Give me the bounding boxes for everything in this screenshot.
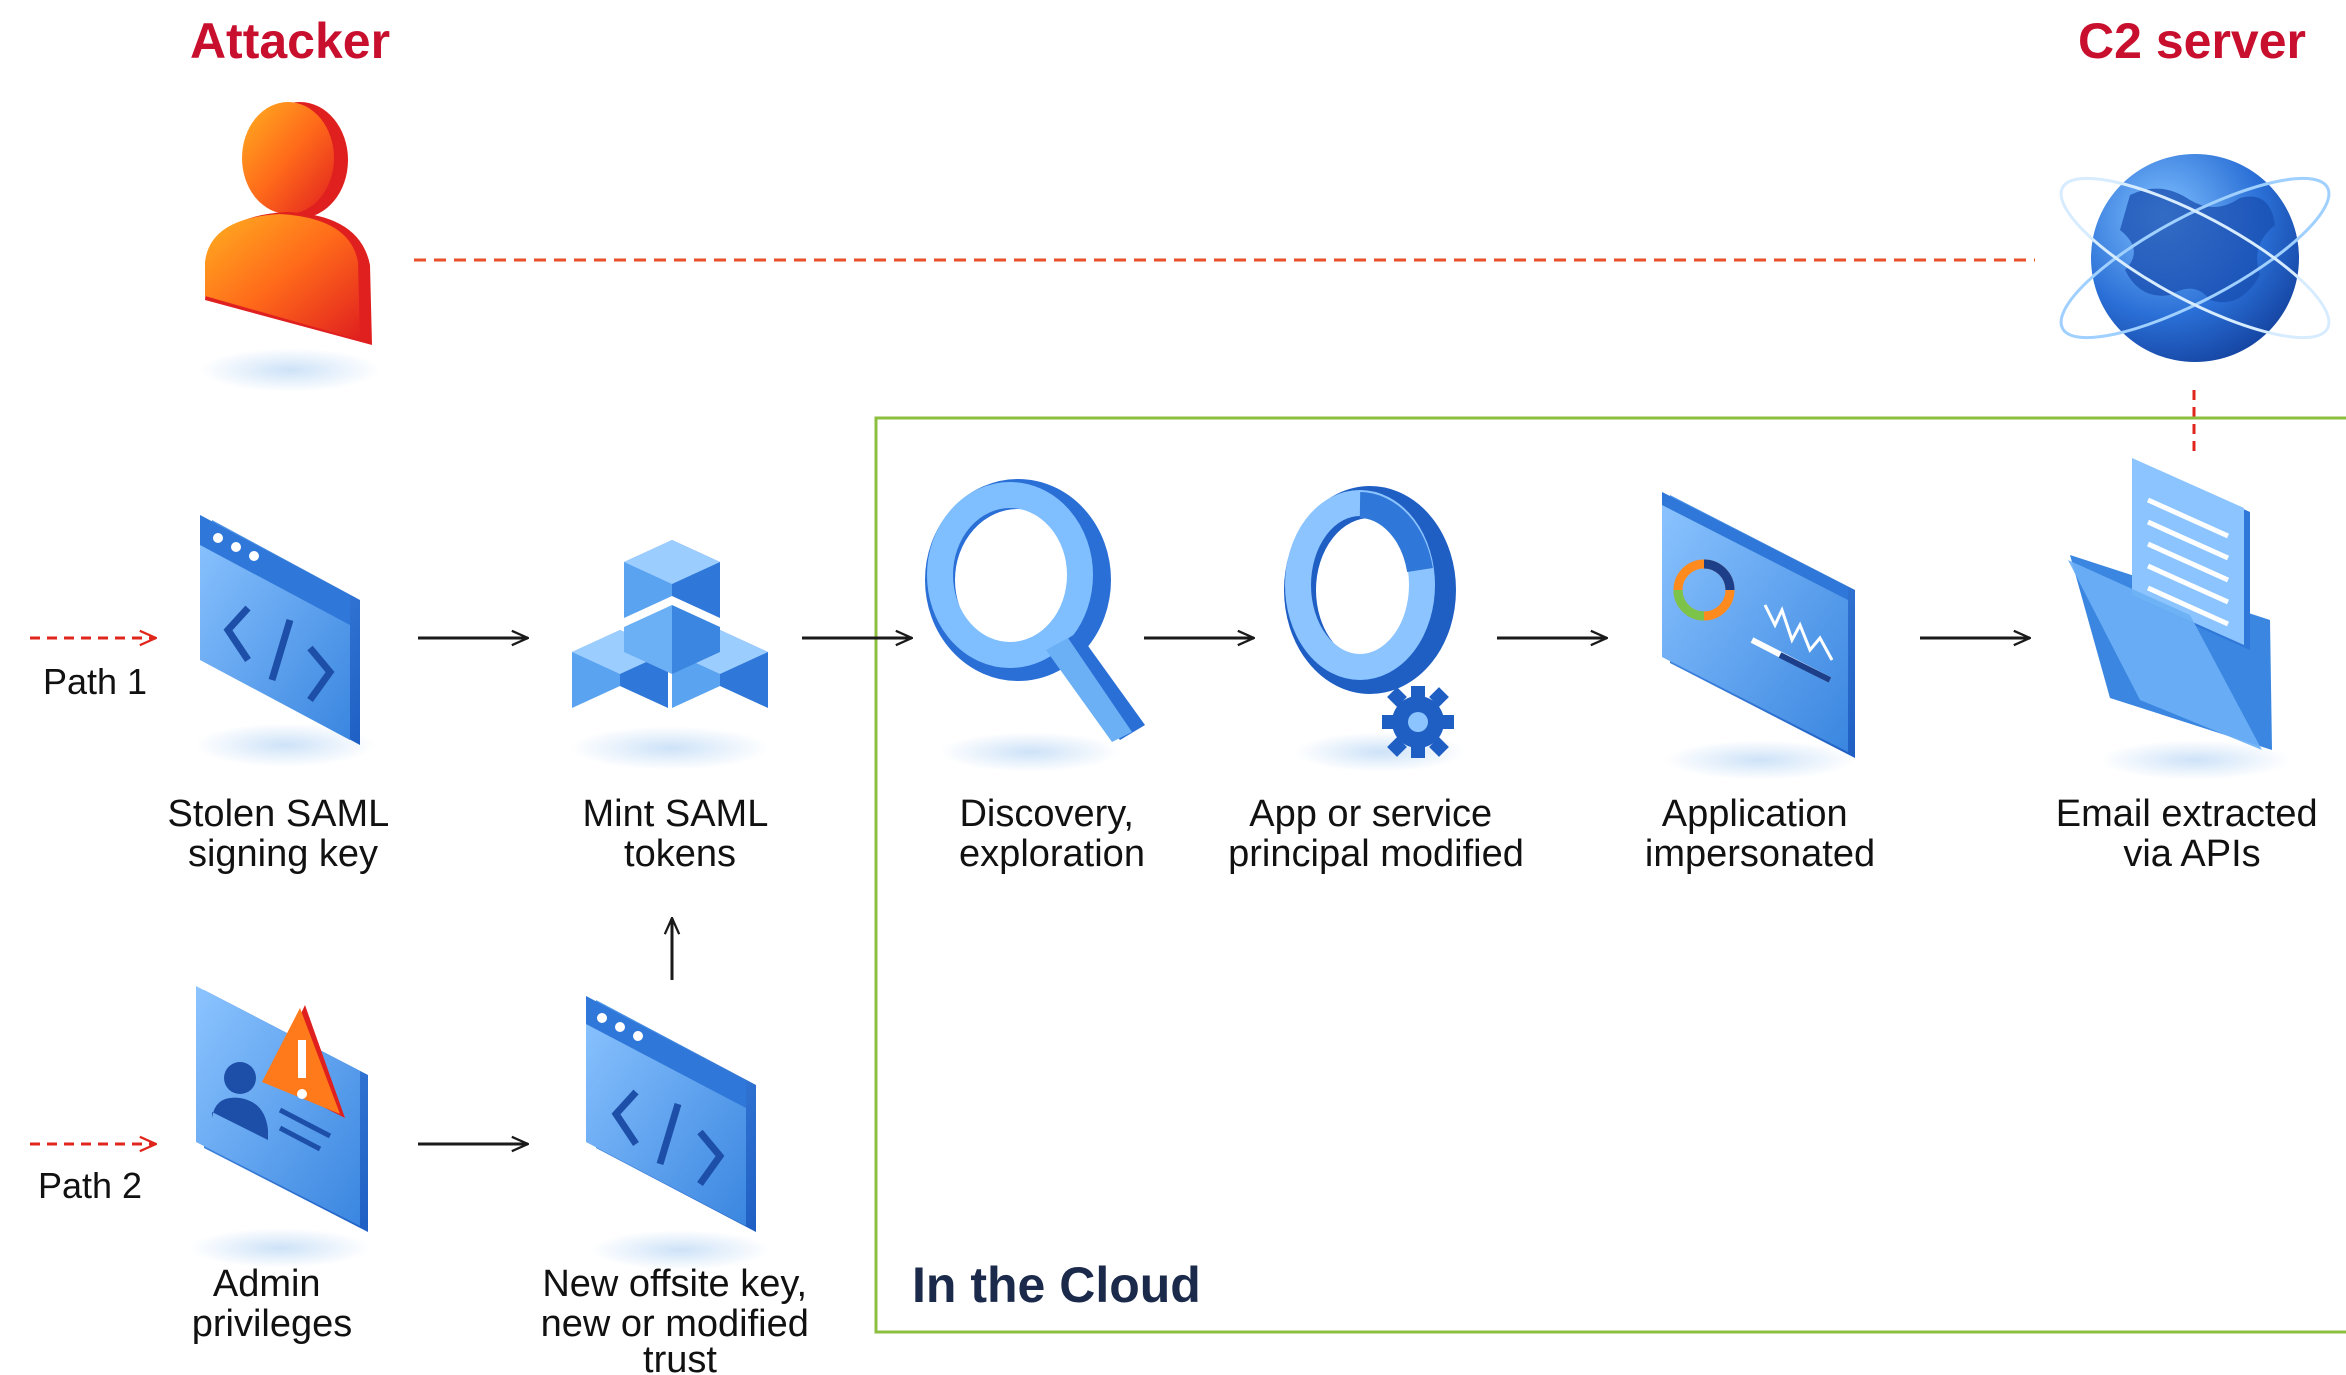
node-admin-label: Admin privileges: [192, 1263, 353, 1345]
ring-gear-icon: [1284, 486, 1465, 772]
node-email-line2: via APIs: [2123, 833, 2260, 875]
node-app-modified-line1: App or service: [1249, 793, 1492, 835]
id-card-warning-icon: [190, 986, 370, 1268]
dashboard-panel-icon: [1662, 492, 1855, 780]
node-impersonated-line2: impersonated: [1645, 833, 1875, 875]
node-stolen-key-line2: signing key: [188, 833, 378, 875]
node-email-line1: Email extracted: [2056, 793, 2318, 835]
node-mint-line2: tokens: [624, 833, 736, 875]
node-admin-line2: privileges: [192, 1303, 353, 1345]
node-admin-line1: Admin: [213, 1263, 321, 1305]
node-mint-line1: Mint SAML: [583, 793, 768, 835]
cloud-region-label: In the Cloud: [912, 1257, 1201, 1313]
node-app-modified-label: App or service principal modified: [1228, 793, 1524, 875]
folder-document-icon: [2068, 458, 2290, 780]
node-stolen-key-label: Stolen SAML signing key: [168, 793, 399, 875]
node-app-modified-line2: principal modified: [1228, 833, 1524, 875]
node-mint-label: Mint SAML tokens: [583, 793, 778, 875]
cloud-region-border: [874, 416, 2346, 1334]
path1-label: Path 1: [43, 661, 147, 702]
attacker-person-icon: [200, 102, 380, 392]
code-window-icon-2: [586, 996, 770, 1270]
node-newkey-line1: New offsite key,: [542, 1263, 807, 1305]
node-newkey-line3: trust: [643, 1339, 717, 1375]
path2-label: Path 2: [38, 1165, 142, 1206]
cubes-icon: [570, 540, 770, 770]
node-impersonated-line1: Application: [1662, 793, 1848, 835]
node-newkey-label: New offsite key, new or modified trust: [541, 1263, 820, 1375]
node-email-label: Email extracted via APIs: [2056, 793, 2328, 875]
magnifier-icon: [925, 479, 1145, 772]
node-discovery-line2: exploration: [959, 833, 1145, 875]
globe-icon: [2059, 154, 2331, 362]
attacker-label: Attacker: [190, 13, 390, 69]
node-discovery-label: Discovery, exploration: [959, 793, 1145, 875]
code-window-icon: [195, 515, 375, 767]
node-impersonated-label: Application impersonated: [1645, 793, 1875, 875]
node-discovery-line1: Discovery,: [959, 793, 1134, 835]
node-stolen-key-line1: Stolen SAML: [168, 793, 389, 835]
node-newkey-line2: new or modified: [541, 1303, 809, 1345]
c2-server-label: C2 server: [2078, 13, 2306, 69]
